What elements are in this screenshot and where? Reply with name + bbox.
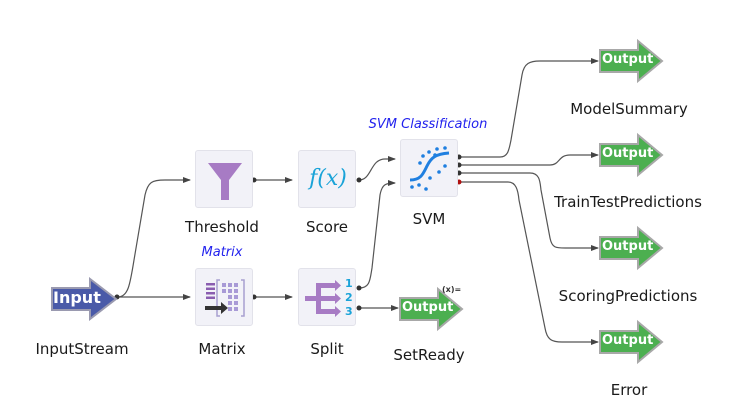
- svm-caption: SVM Classification: [368, 117, 488, 132]
- train-test-arrow-text: Output: [602, 146, 654, 161]
- error-arrow-text: Output: [602, 333, 654, 348]
- split-port-2: 2: [345, 291, 353, 304]
- set-ready-arrow-text: Output: [402, 300, 454, 315]
- input-arrow-icon: [51, 276, 118, 322]
- split-label: Split: [310, 340, 344, 358]
- scoring-predictions-node[interactable]: Output: [598, 225, 664, 275]
- wire-svm-scoring[interactable]: [459, 172, 599, 251]
- input-arrow-text: Input: [53, 288, 101, 307]
- error-node[interactable]: Output: [598, 319, 664, 369]
- wire-svm-traintest[interactable]: [459, 152, 599, 166]
- score-node[interactable]: f(x): [298, 150, 356, 208]
- input-stream-node[interactable]: Input: [50, 276, 118, 325]
- svm-label: SVM: [412, 210, 446, 228]
- port-split-out-1: [356, 285, 362, 291]
- model-summary-label: ModelSummary: [570, 100, 688, 118]
- matrix-node[interactable]: [195, 268, 253, 326]
- port-score-out: [356, 177, 362, 183]
- train-test-predictions-label: TrainTestPredictions: [554, 193, 702, 211]
- model-summary-arrow-text: Output: [602, 52, 654, 67]
- matrix-caption: Matrix: [201, 245, 243, 260]
- wire-split-svm[interactable]: [358, 180, 396, 289]
- set-ready-label: SetReady: [393, 346, 465, 364]
- scoring-predictions-label: ScoringPredictions: [558, 287, 698, 305]
- wire-svm-error[interactable]: [459, 181, 599, 345]
- split-icon: [305, 280, 341, 317]
- input-stream-label: InputStream: [35, 340, 129, 358]
- matrix-label: Matrix: [198, 340, 246, 358]
- score-label: Score: [305, 218, 349, 236]
- split-node[interactable]: 1 2 3: [298, 268, 356, 326]
- funnel-icon: [208, 163, 242, 200]
- split-port-1: 1: [345, 277, 353, 290]
- set-ready-node[interactable]: Output (x)=: [398, 285, 464, 336]
- wire-input-threshold[interactable]: [117, 177, 191, 298]
- output-arrow-icon: [599, 38, 664, 84]
- model-summary-node[interactable]: Output: [598, 38, 664, 88]
- output-arrow-icon: [599, 225, 664, 271]
- svm-node[interactable]: [400, 139, 458, 197]
- scoring-arrow-text: Output: [602, 239, 654, 254]
- set-ready-badge: (x)=: [442, 285, 462, 294]
- output-arrow-icon: [599, 132, 664, 178]
- output-arrow-icon: [399, 286, 464, 332]
- wire-score-svm[interactable]: [358, 156, 396, 181]
- function-icon: f(x): [309, 166, 347, 191]
- error-label: Error: [610, 381, 648, 399]
- split-port-3: 3: [345, 305, 353, 318]
- threshold-label: Threshold: [185, 218, 259, 236]
- wire-svm-modelsummary[interactable]: [459, 58, 599, 158]
- matrix-icon: [205, 279, 245, 317]
- threshold-node[interactable]: [195, 150, 253, 208]
- svm-curve-icon: [409, 146, 450, 191]
- output-arrow-icon: [599, 319, 664, 365]
- port-split-out-3: [356, 305, 362, 311]
- train-test-predictions-node[interactable]: Output: [598, 132, 664, 182]
